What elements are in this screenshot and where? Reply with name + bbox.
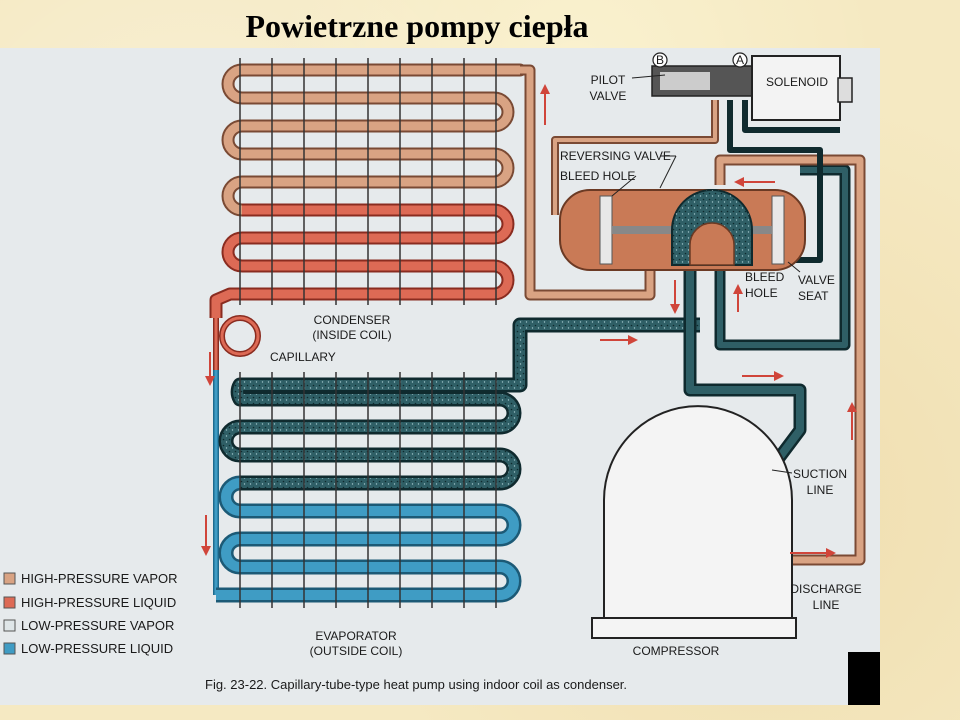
- pilot-valve-label-1: PILOT: [591, 73, 626, 87]
- marker-b: B: [656, 53, 664, 67]
- arrow-down-icon: [670, 280, 680, 314]
- arrow-right-icon: [790, 548, 836, 558]
- compressor: [591, 405, 797, 639]
- compressor-label: COMPRESSOR: [633, 644, 720, 658]
- condenser-line: [520, 64, 719, 301]
- bleed-hole-label-right-1: BLEED: [745, 270, 785, 284]
- pilot-valve: B A: [651, 52, 753, 97]
- legend-item: HIGH-PRESSURE LIQUID: [3, 595, 176, 610]
- svg-text:HIGH-PRESSURE LIQUID: HIGH-PRESSURE LIQUID: [21, 595, 176, 610]
- marker-a: A: [736, 53, 744, 67]
- flow-arrows: [201, 84, 857, 558]
- condenser-label-2: (INSIDE COIL): [312, 328, 391, 342]
- diagram-labels: PILOT VALVE REVERSING VALVE BLEED HOLE B…: [270, 73, 862, 658]
- suction-line-label-1: SUCTION: [793, 467, 847, 481]
- arrow-down-icon: [201, 515, 211, 556]
- bleed-hole-label: BLEED HOLE: [560, 169, 635, 183]
- suction-line-label-2: LINE: [807, 483, 834, 497]
- legend-item: LOW-PRESSURE LIQUID: [3, 641, 173, 656]
- reversing-valve-label: REVERSING VALVE: [560, 149, 671, 163]
- discharge-line-label-2: LINE: [813, 598, 840, 612]
- arrow-up-icon: [733, 284, 743, 312]
- condenser-coil: [209, 58, 527, 318]
- solenoid: SOLENOID: [751, 55, 853, 121]
- arrow-right-icon: [742, 371, 784, 381]
- arrow-left-icon: [734, 177, 775, 187]
- legend-item: HIGH-PRESSURE VAPOR: [3, 571, 178, 586]
- arrow-up-icon: [540, 84, 550, 125]
- svg-text:LOW-PRESSURE VAPOR: LOW-PRESSURE VAPOR: [21, 618, 174, 633]
- figure-caption: Fig. 23-22. Capillary-tube-type heat pum…: [205, 677, 627, 692]
- solenoid-label: SOLENOID: [766, 75, 828, 89]
- pilot-valve-label-2: VALVE: [590, 89, 627, 103]
- reversing-valve: [559, 189, 806, 271]
- valve-seat-label-1: VALVE: [798, 273, 835, 287]
- capillary-tube: [213, 315, 261, 595]
- arrow-down-icon: [205, 352, 215, 386]
- arrow-right-icon: [600, 335, 638, 345]
- evaporator-label-2: (OUTSIDE COIL): [310, 644, 403, 658]
- evaporator-coil: [216, 317, 700, 608]
- suction-discharge-lines: [683, 100, 866, 566]
- evaporator-label-1: EVAPORATOR: [315, 629, 397, 643]
- valve-seat-label-2: SEAT: [798, 289, 829, 303]
- arrow-up-icon: [847, 402, 857, 440]
- legend: HIGH-PRESSURE VAPOR HIGH-PRESSURE LIQUID…: [3, 571, 178, 656]
- condenser-label-1: CONDENSER: [314, 313, 391, 327]
- discharge-line-label-1: DISCHARGE: [790, 582, 861, 596]
- legend-item: LOW-PRESSURE VAPOR: [3, 618, 174, 633]
- svg-text:LOW-PRESSURE LIQUID: LOW-PRESSURE LIQUID: [21, 641, 173, 656]
- svg-text:HIGH-PRESSURE VAPOR: HIGH-PRESSURE VAPOR: [21, 571, 178, 586]
- slide-title: Powietrzne pompy ciepła: [245, 8, 589, 44]
- capillary-label: CAPILLARY: [270, 350, 336, 364]
- corner-bar: [848, 652, 880, 705]
- bleed-hole-label-right-2: HOLE: [745, 286, 778, 300]
